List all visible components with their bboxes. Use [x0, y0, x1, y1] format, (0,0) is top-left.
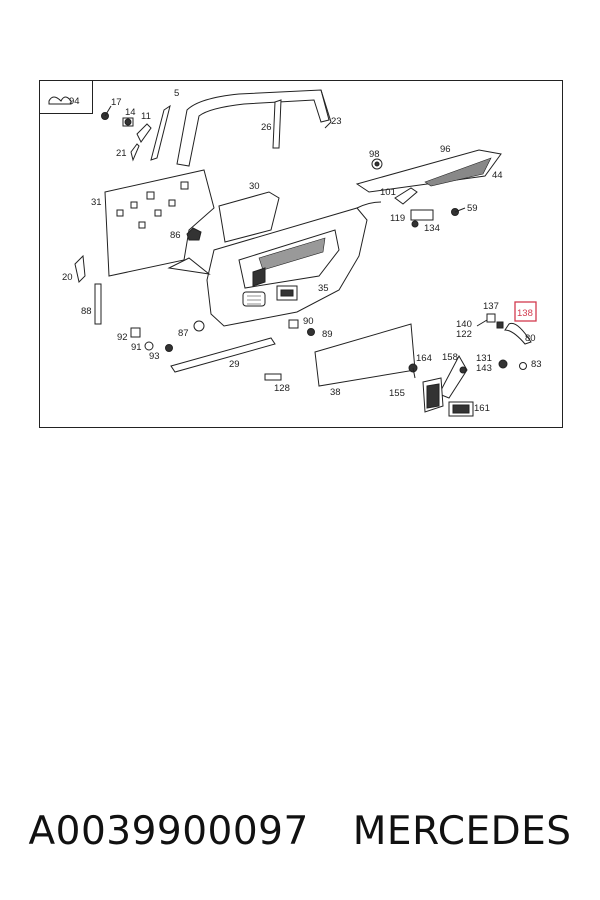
- caption: A0039900097 MERCEDES: [0, 796, 600, 866]
- clip-134: [411, 220, 419, 228]
- part-number: A0039900097: [28, 808, 309, 854]
- label-80: 80: [525, 333, 536, 344]
- label-88: 88: [81, 306, 92, 317]
- label-161: 161: [474, 403, 490, 414]
- sill-trim-29: [170, 337, 276, 373]
- label-89: 89: [322, 329, 333, 340]
- brand-name: MERCEDES: [352, 808, 572, 854]
- deflector-film: [104, 169, 215, 277]
- label-26: 26: [261, 122, 272, 133]
- label-90: 90: [303, 316, 314, 327]
- door-frame-moulding: [150, 89, 332, 167]
- label-122: 122: [456, 329, 472, 340]
- bracket-119: [410, 209, 434, 221]
- bracket-20: [74, 254, 86, 283]
- label-131: 131: [476, 353, 492, 364]
- label-98: 98: [369, 149, 380, 160]
- clip-90: [288, 319, 299, 329]
- clip-92: [130, 327, 141, 338]
- label-31: 31: [91, 197, 102, 208]
- label-59: 59: [467, 203, 478, 214]
- label-119: 119: [390, 213, 405, 224]
- clips-17-14: [101, 105, 152, 162]
- clip-128: [264, 373, 282, 381]
- label-21: 21: [116, 148, 127, 159]
- door-trim-panel: [167, 201, 382, 327]
- label-17: 17: [111, 97, 122, 108]
- label-5: 5: [174, 88, 179, 99]
- trim-panel-30: [218, 191, 280, 243]
- label-140: 140: [456, 319, 472, 330]
- upper-trim-96: [355, 149, 502, 205]
- label-96: 96: [440, 144, 451, 155]
- label-83: 83: [531, 359, 542, 370]
- screw-93: [165, 344, 173, 352]
- label-35: 35: [318, 283, 329, 294]
- clip-86: [186, 227, 202, 241]
- screw-89: [307, 328, 315, 336]
- label-92: 92: [117, 332, 128, 343]
- label-158: 158: [442, 352, 458, 363]
- label-20: 20: [62, 272, 73, 283]
- label-155: 155: [389, 388, 405, 399]
- label-30: 30: [249, 181, 260, 192]
- label-44: 44: [492, 170, 503, 181]
- label-164: 164: [416, 353, 432, 364]
- label-143: 143: [476, 363, 492, 374]
- inset-label: 94: [69, 96, 80, 107]
- label-128: 128: [274, 383, 290, 394]
- label-29: 29: [229, 359, 240, 370]
- label-23: 23: [331, 116, 342, 127]
- label-87: 87: [178, 328, 189, 339]
- label-101: 101: [380, 187, 396, 198]
- label-86: 86: [170, 230, 181, 241]
- label-91: 91: [131, 342, 142, 353]
- label-38: 38: [330, 387, 341, 398]
- label-14: 14: [125, 107, 136, 118]
- label-137: 137: [483, 301, 499, 312]
- label-138-highlighted: 138: [517, 308, 533, 319]
- door-handle-parts: [476, 313, 532, 370]
- label-134: 134: [424, 223, 440, 234]
- label-11: 11: [141, 111, 151, 122]
- strip-88: [94, 283, 102, 325]
- label-93: 93: [149, 351, 160, 362]
- parts-diagram-svg: 94 5 26 23 17 14 11 21 31 86 30: [39, 80, 563, 428]
- washer-91: [144, 341, 154, 351]
- parts-diagram: 94 5 26 23 17 14 11 21 31 86 30: [39, 80, 563, 428]
- car-icon: [48, 96, 72, 105]
- clip-87: [193, 320, 205, 332]
- window-switch-parts: [408, 354, 474, 417]
- highlight-box: [514, 301, 537, 322]
- inset-box: 94: [39, 80, 93, 114]
